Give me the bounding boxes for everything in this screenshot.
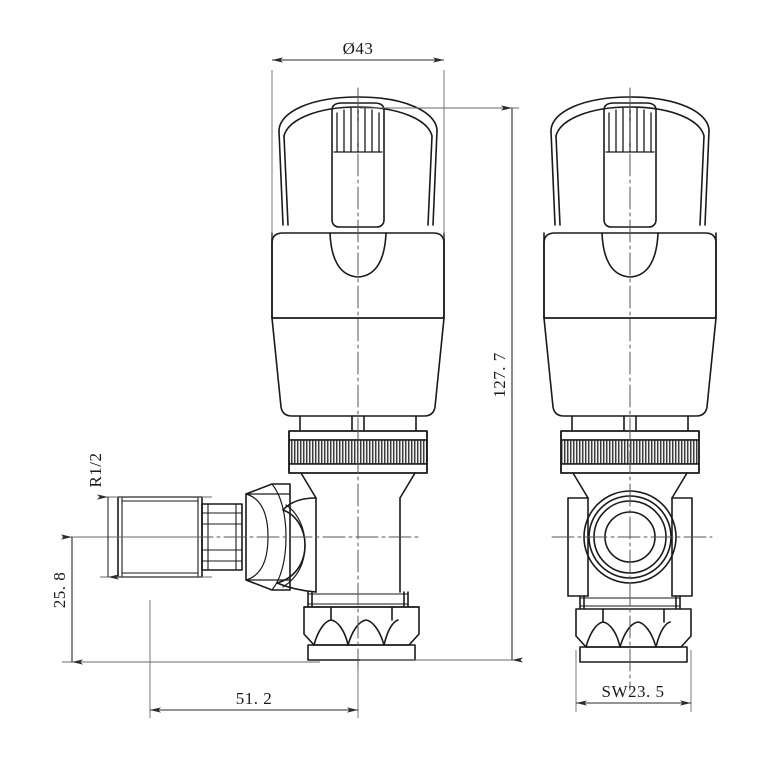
vent-slots-2 — [608, 106, 652, 153]
head-collar — [271, 232, 445, 319]
hex-union-nut-bottom-2 — [575, 595, 692, 663]
head-collar-2 — [543, 232, 717, 319]
head-lower-taper — [271, 317, 445, 417]
dim-label-diameter-43: Ø43 — [343, 39, 374, 58]
valve-body-straight — [567, 472, 693, 597]
centerlines-straight-valve — [551, 87, 713, 691]
dim-label-sw-23-5: SW23. 5 — [602, 682, 665, 701]
head-pedestal-2 — [571, 415, 689, 434]
valve-body-elbow — [276, 472, 416, 607]
dim-label-length-51-2: 51. 2 — [236, 689, 273, 708]
dim-label-thread-r1-2: R1/2 — [86, 452, 105, 487]
dim-label-height-127-7: 127. 7 — [490, 352, 509, 398]
straight-valve-view — [543, 87, 717, 691]
dimension-lines — [61, 57, 691, 713]
head-lower-taper-2 — [543, 317, 717, 417]
vent-slot-panel-2 — [603, 102, 657, 228]
dim-label-height-25-8: 25. 8 — [50, 572, 69, 609]
head-pedestal — [299, 415, 417, 434]
